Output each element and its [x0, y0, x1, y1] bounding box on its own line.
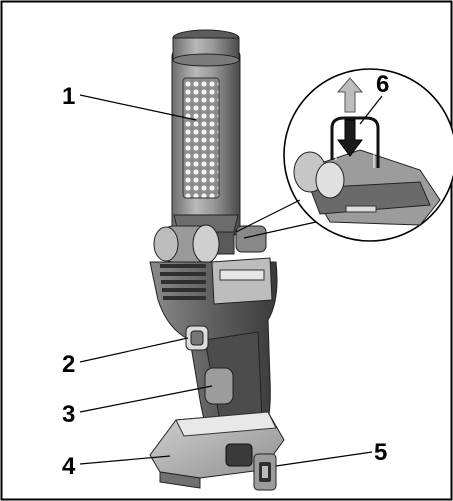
- callout-4: 4: [62, 453, 76, 480]
- light-tube: [171, 29, 241, 241]
- leader-lines: [79, 94, 383, 467]
- belt-clip: [253, 453, 277, 491]
- pivot-head: [153, 224, 267, 264]
- callout-1: 1: [62, 83, 75, 110]
- callout-6: 6: [376, 71, 389, 98]
- handle-body: [149, 257, 278, 446]
- arrow-up-icon: [336, 77, 364, 113]
- led-array: [182, 77, 220, 199]
- on-off-switch: [185, 325, 209, 351]
- vent-grille: [160, 264, 206, 300]
- arrow-down-icon: [337, 119, 363, 157]
- callout-2: 2: [62, 351, 75, 378]
- grip-pad: [204, 367, 234, 405]
- detail-inset: [235, 68, 453, 242]
- callout-5: 5: [374, 439, 387, 466]
- callout-3: 3: [62, 401, 75, 428]
- battery-base: [149, 411, 285, 489]
